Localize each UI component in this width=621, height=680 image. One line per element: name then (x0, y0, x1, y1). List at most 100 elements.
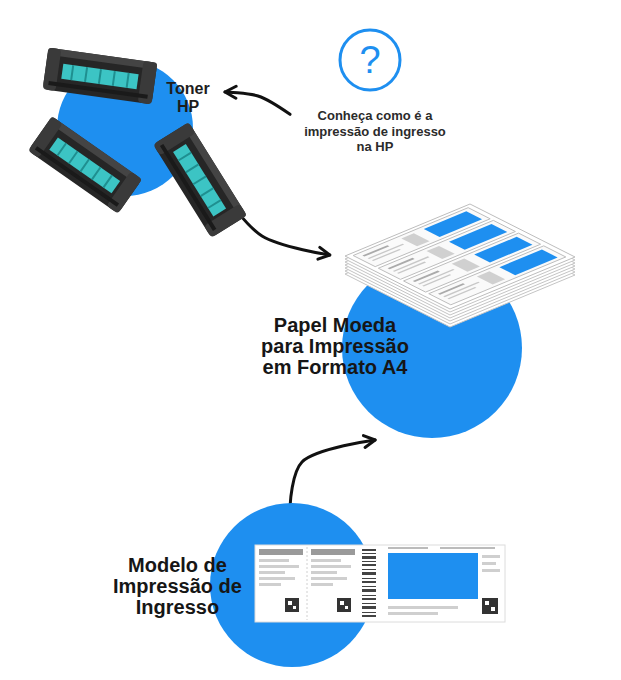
paper-stack-part (345, 222, 575, 327)
ticket-template-part-part (362, 581, 376, 583)
text-holder: Toner HP (160, 80, 216, 115)
paper-stack-part-part-part (427, 246, 455, 259)
ticket-template-part (311, 571, 337, 574)
ticket-template-part (485, 601, 489, 605)
ticket-template-part (285, 598, 299, 612)
ticket-template-part (311, 559, 341, 562)
ticket-template-part (311, 549, 355, 555)
paper-stack-part-part (429, 246, 566, 305)
paper-stack-part-part-part (429, 246, 566, 305)
callout-text: Conheça como é a impressão de ingresso n… (295, 108, 455, 155)
ticket-template-part (259, 565, 299, 568)
paper-stack-part-part-part (452, 259, 480, 272)
ticket-template-part-part (362, 589, 376, 592)
ticket-template-part (345, 606, 348, 609)
paper-stack-part (345, 210, 575, 315)
ticket-template-part (311, 583, 333, 586)
ticket-template-part-part (362, 586, 376, 587)
ticket-template-part-part (362, 615, 376, 617)
paper-stack-part-part (378, 220, 515, 279)
ticket-template-part (293, 606, 296, 609)
ticket-template (255, 545, 505, 622)
paper-stack-part-part-part (424, 211, 482, 237)
node-circle (20, 40, 225, 200)
paper-stack-part-part (353, 208, 490, 267)
ticket-template-part (340, 601, 344, 605)
ticket-template-part-part (362, 603, 376, 604)
paper-stack-part-part-part (393, 256, 430, 271)
paper-stack-part-part-part (372, 249, 401, 261)
toner-node: Toner HP (20, 40, 225, 200)
ticket-template-part (491, 607, 495, 611)
paper-stack-part (345, 207, 575, 312)
toner-cartridges-part (43, 48, 158, 105)
ticket-template-part (307, 547, 308, 620)
paper-stack-part-part-part (449, 224, 507, 250)
text-holder: Conheça como é a impressão de ingresso n… (295, 108, 455, 155)
ticket-template-part-part (362, 556, 376, 559)
ticket-template-part (337, 598, 351, 612)
paper-stack-part-part-part (418, 269, 455, 284)
paper-stack-part-part-part (404, 233, 541, 292)
ticket-template-part-part (362, 549, 376, 551)
ticket-template-part (388, 553, 478, 599)
ticket-template-part-part (362, 564, 376, 566)
paper-stack-part-part-part (422, 274, 451, 286)
ticket-template-part-part (362, 569, 376, 570)
paper-stack-part (345, 213, 575, 318)
ticket-template-part (482, 569, 500, 572)
hand-drawn-arrow (225, 92, 290, 114)
ticket-template-part (255, 545, 505, 622)
ticket-template-part (482, 598, 498, 614)
hand-drawn-arrow (225, 195, 330, 255)
paper-stack-part-part-part (438, 283, 465, 294)
paper-stack-part-part-part (499, 250, 557, 276)
ticket-template-part-part (362, 598, 376, 600)
ticket-template-part (482, 555, 500, 558)
paper-stack-part (345, 219, 575, 324)
ticket-template-part (259, 571, 285, 574)
paper-stack-part-part-part (362, 245, 389, 256)
ticket-template-part-part (362, 572, 376, 575)
question-icon: ? (340, 30, 400, 90)
paper-stack-part-part-part (447, 287, 476, 299)
node-label: Modelo de Impressão de Ingresso (95, 555, 260, 618)
ticket-template-part-part (362, 553, 376, 554)
text-holder: ? (340, 30, 400, 90)
node-label: Papel Moeda para Impressão em Formato A4 (255, 315, 415, 378)
paper-stack-part-part-part (477, 271, 505, 284)
paper-stack-part (345, 216, 575, 321)
hand-drawn-arrow (290, 440, 375, 505)
paper-stack-part-part (345, 204, 575, 309)
ticket-template-part-part (362, 578, 376, 579)
ticket-template-part-part (362, 606, 376, 609)
question-node: ? Conheça como é a impressão de ingresso … (290, 28, 460, 159)
toner-cartridges (28, 48, 247, 238)
paper-stack-part (345, 204, 575, 309)
ticket-template-part (311, 577, 347, 580)
ticket-template-part (259, 559, 289, 562)
ticket-template-part-part (362, 612, 376, 613)
ticket-template-part (288, 601, 292, 605)
toner-cartridges-part (153, 122, 247, 238)
paper-stack-part-part-part (413, 271, 440, 282)
paper-stack-part-part-part (353, 208, 490, 267)
ticket-template-part (259, 549, 303, 555)
ticket-template-part (259, 583, 281, 586)
ticket-template-part (259, 577, 295, 580)
paper-stack-part-part-part (368, 244, 405, 259)
paper-stack-part-part-part (388, 258, 415, 269)
template-node: Modelo de Impressão de Ingresso (95, 505, 505, 670)
paper-stack (345, 204, 575, 327)
paper-stack-part-part (404, 233, 541, 292)
ticket-template-part (362, 549, 376, 617)
text-holder: Papel Moeda para Impressão em Formato A4 (255, 315, 415, 378)
text-holder: Modelo de Impressão de Ingresso (95, 555, 260, 618)
ticket-template-part-part (362, 561, 376, 562)
paper-node: Papel Moeda para Impressão em Formato A4 (250, 255, 525, 440)
ticket-template-part (388, 606, 458, 609)
paper-stack-part-part-part (401, 233, 429, 246)
toner-cartridges-part (28, 116, 142, 213)
paper-stack-part-part-part (443, 282, 480, 297)
